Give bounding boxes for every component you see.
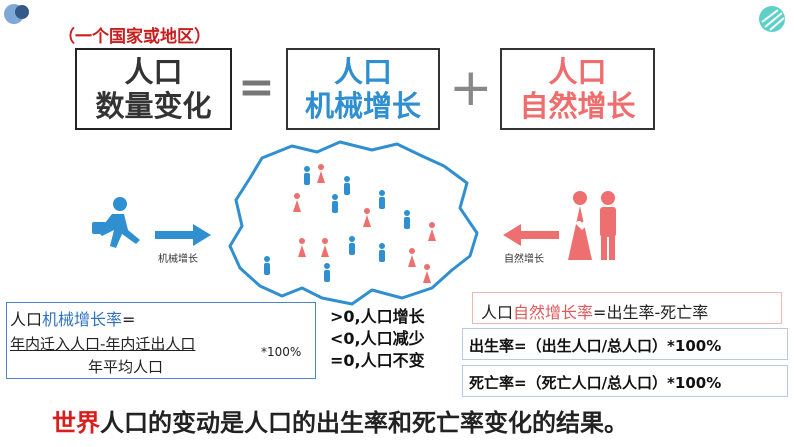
natural-growth-line2: 自然增长	[519, 89, 636, 123]
male-person-icon	[379, 190, 385, 209]
rule-negative: <0,人口减少	[330, 329, 425, 348]
arrow-right-icon	[155, 224, 211, 246]
male-person-icon	[344, 176, 350, 195]
region-map-illustration	[228, 140, 479, 306]
people-icons	[264, 164, 436, 283]
male-person-icon	[379, 243, 385, 262]
equals-sign: =	[238, 62, 275, 113]
male-person-icon	[264, 256, 270, 275]
population-change-line2: 数量变化	[95, 89, 212, 123]
death-rate-formula: 死亡率=（死亡人口/总人口）*100%	[469, 374, 722, 392]
mechanical-rate-numerator: 年内迁入人口-年内迁出人口	[10, 335, 196, 353]
rule-zero: =0,人口不变	[330, 351, 425, 370]
mechanical-arrow-label: 机械增长	[158, 254, 198, 265]
population-change-box: 人口 数量变化	[75, 48, 232, 130]
female-person-icon	[321, 238, 329, 257]
female-person-icon	[363, 208, 371, 227]
arrow-left-icon	[503, 224, 559, 246]
mechanical-rate-multiplier: *100%	[261, 345, 302, 359]
male-person-icon	[349, 236, 355, 255]
natural-rate-formula: 人口自然增长率=出生率-死亡率	[481, 303, 709, 322]
female-person-icon	[317, 164, 325, 183]
natural-growth-line1: 人口	[548, 55, 607, 89]
female-person-icon	[408, 248, 416, 267]
growth-rules: >0,人口增长 <0,人口减少 =0,人口不变	[330, 306, 425, 372]
mechanical-rate-denominator: 年平均人口	[88, 358, 164, 376]
male-person-icon	[324, 263, 330, 282]
population-change-line1: 人口	[124, 55, 183, 89]
female-person-icon	[298, 238, 306, 257]
male-person-icon	[332, 194, 338, 213]
decorative-bubble-icon	[4, 4, 29, 24]
female-person-icon	[293, 193, 301, 212]
natural-growth-box: 人口 自然增长	[500, 48, 655, 130]
birth-rate-box: 出生率=（出生人口/总人口）*100%	[462, 328, 788, 360]
female-person-icon	[428, 222, 436, 241]
couple-icon	[568, 191, 616, 260]
rule-positive: >0,人口增长	[330, 307, 425, 326]
female-person-icon	[423, 264, 431, 283]
male-person-icon	[304, 166, 310, 185]
natural-arrow-label: 自然增长	[504, 254, 544, 265]
death-rate-box: 死亡率=（死亡人口/总人口）*100%	[462, 365, 788, 397]
running-man-icon	[92, 197, 140, 248]
mechanical-rate-formula-box	[6, 302, 316, 379]
mechanical-growth-line2: 机械增长	[304, 89, 421, 123]
natural-rate-box: 人口自然增长率=出生率-死亡率	[472, 292, 782, 324]
conclusion-text: 世界人口的变动是人口的出生率和死亡率变化的结果。	[52, 409, 628, 437]
decorative-stripes-icon	[759, 6, 785, 32]
male-person-icon	[404, 210, 410, 229]
birth-rate-formula: 出生率=（出生人口/总人口）*100%	[469, 337, 722, 355]
mechanical-growth-box: 人口 机械增长	[286, 48, 440, 130]
mechanical-growth-line1: 人口	[333, 55, 392, 89]
plus-sign: +	[449, 58, 493, 118]
region-map-outline	[228, 140, 479, 306]
mechanical-rate-title: 人口机械增长率=	[10, 310, 136, 329]
region-label: （一个国家或地区）	[58, 27, 211, 47]
